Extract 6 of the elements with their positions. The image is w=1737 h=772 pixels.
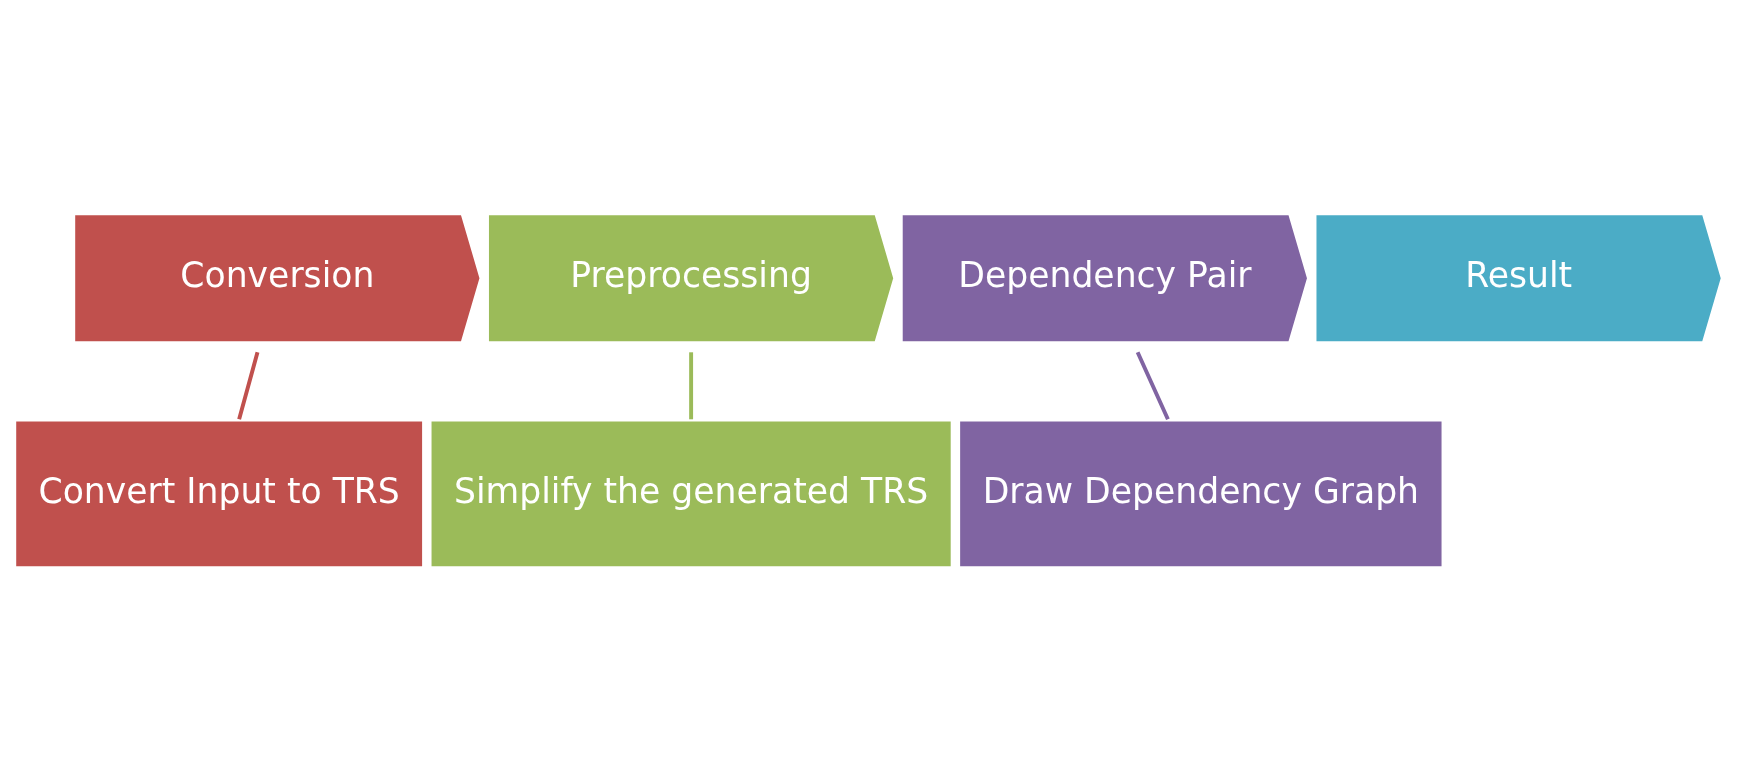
connector [1135, 351, 1170, 421]
connector [237, 351, 260, 420]
node-box: Draw Dependency Graph [957, 418, 1445, 570]
node-box: Convert Input to TRS [13, 418, 426, 570]
node-box: Simplify the generated TRS [428, 418, 954, 570]
connector [689, 352, 694, 420]
